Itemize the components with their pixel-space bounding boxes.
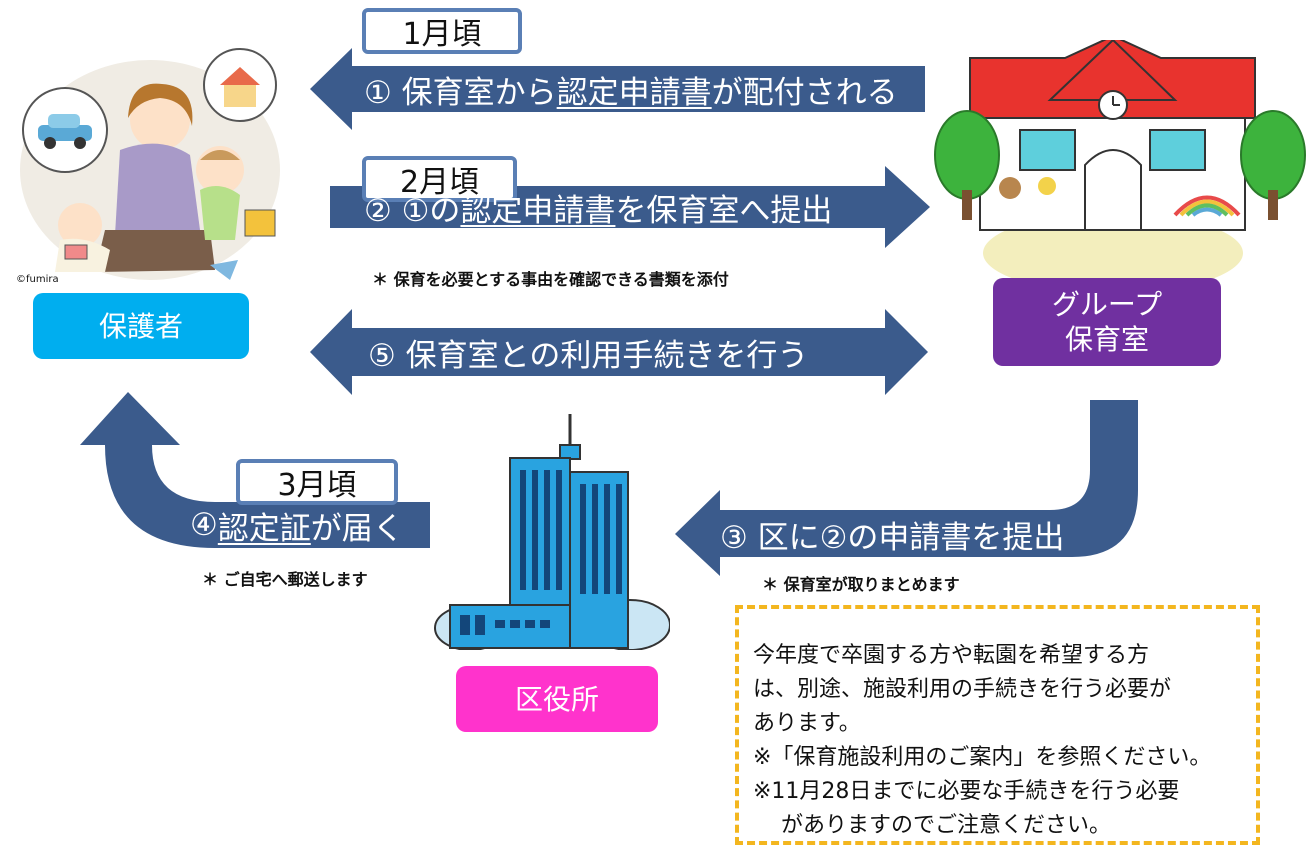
step4-note: ＊ ご自宅へ郵送します (202, 570, 368, 589)
guardian-label: 保護者 (33, 293, 249, 359)
group-nursery-label: グループ 保育室 (993, 278, 1221, 366)
step1-label: ① 保育室から認定申請書が配付される (364, 66, 898, 112)
step4-prefix: ④ (190, 507, 218, 543)
month-box-jan: 1月頃 (362, 8, 522, 54)
bear-icon (999, 177, 1021, 199)
ward-office-label: 区役所 (456, 666, 658, 732)
month-box-feb: 2月頃 (362, 156, 517, 202)
nursery-illustration (934, 40, 1306, 293)
arrow-step1-left (310, 48, 925, 130)
arrow-step5-double (310, 309, 928, 395)
notice-line4: ※「保育施設利用のご案内」を参照ください。 (753, 745, 1212, 770)
step2-prefix: ② ①の (364, 192, 461, 229)
step3-label: ③ 区に②の申請書を提出 (720, 519, 1065, 556)
arrow-step3-bent (675, 400, 1138, 576)
step2-underlined: 認定申請書 (460, 192, 616, 229)
illustration-credit: ©fumira (16, 274, 59, 285)
tree-right-icon (1240, 110, 1306, 200)
tree-left-icon (934, 110, 1000, 200)
ward-office-illustration (434, 414, 670, 650)
arrow-step4-bent (80, 392, 430, 548)
step4-suffix: が届く (310, 510, 404, 547)
month-box-mar: 3月頃 (236, 459, 398, 505)
step1-prefix: ① 保育室から (364, 74, 557, 111)
rainbow-icon (1173, 195, 1241, 217)
step4-underlined: 認定証 (217, 510, 311, 547)
step2-suffix: を保育室へ提出 (615, 192, 833, 229)
step3-note: ＊ 保育室が取りまとめます (762, 575, 960, 594)
guardian-illustration (20, 48, 280, 280)
step5-label: ⑤ 保育室との利用手続きを行う (368, 337, 809, 374)
group-nursery-label-line1: グループ (1051, 288, 1163, 321)
notice-line2: は、別途、施設利用の手続きを行う必要が (753, 677, 1172, 702)
group-nursery-label-line2: 保育室 (1064, 323, 1149, 356)
notice-line6: がありますのでご注意ください。 (781, 813, 1112, 838)
butterfly-icon (1038, 177, 1056, 195)
notice-line1: 今年度で卒園する方や転園を希望する方 (753, 643, 1150, 668)
step1-suffix: が配付される (711, 74, 898, 111)
step2-note: ＊ 保育を必要とする事由を確認できる書類を添付 (372, 270, 729, 289)
notice-line3: あります。 (753, 711, 861, 736)
notice-box: 今年度で卒園する方や転園を希望する方 は、別途、施設利用の手続きを行う必要が あ… (735, 605, 1260, 845)
step2-label: ② ①の認定申請書を保育室へ提出 (364, 186, 833, 229)
notice-line5: ※11月28日までに必要な手続きを行う必要 (753, 779, 1180, 804)
step1-underlined: 認定申請書 (556, 74, 712, 111)
